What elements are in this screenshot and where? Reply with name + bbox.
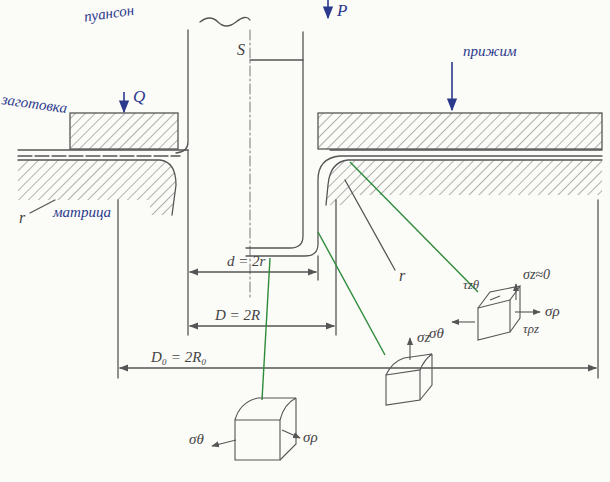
stress-label: σz (416, 330, 431, 345)
dimension-label: D = 2R (214, 308, 261, 323)
stress-label: σθ (188, 432, 205, 447)
radius-label: r (398, 268, 406, 284)
dimension-label: D₀ = 2R₀ (150, 350, 208, 365)
stress-label: σθ (428, 326, 445, 341)
part-name: прижим (462, 44, 518, 59)
stress-label: τzθ (462, 278, 480, 291)
stress-label: σz≈0 (522, 268, 551, 282)
stress-label: σρ (302, 430, 319, 445)
part-name: матрица (52, 205, 112, 220)
force-label: Q (132, 88, 146, 105)
dimension-label: d = 2r (226, 254, 266, 269)
force-label: P (336, 2, 348, 19)
part-name: заготовка (0, 92, 69, 116)
radius-label: r (18, 210, 26, 226)
thickness-label: S (236, 42, 246, 58)
stress-label: τρz (522, 322, 540, 335)
stress-label: σρ (544, 304, 561, 319)
part-name: пуансон (82, 3, 136, 25)
